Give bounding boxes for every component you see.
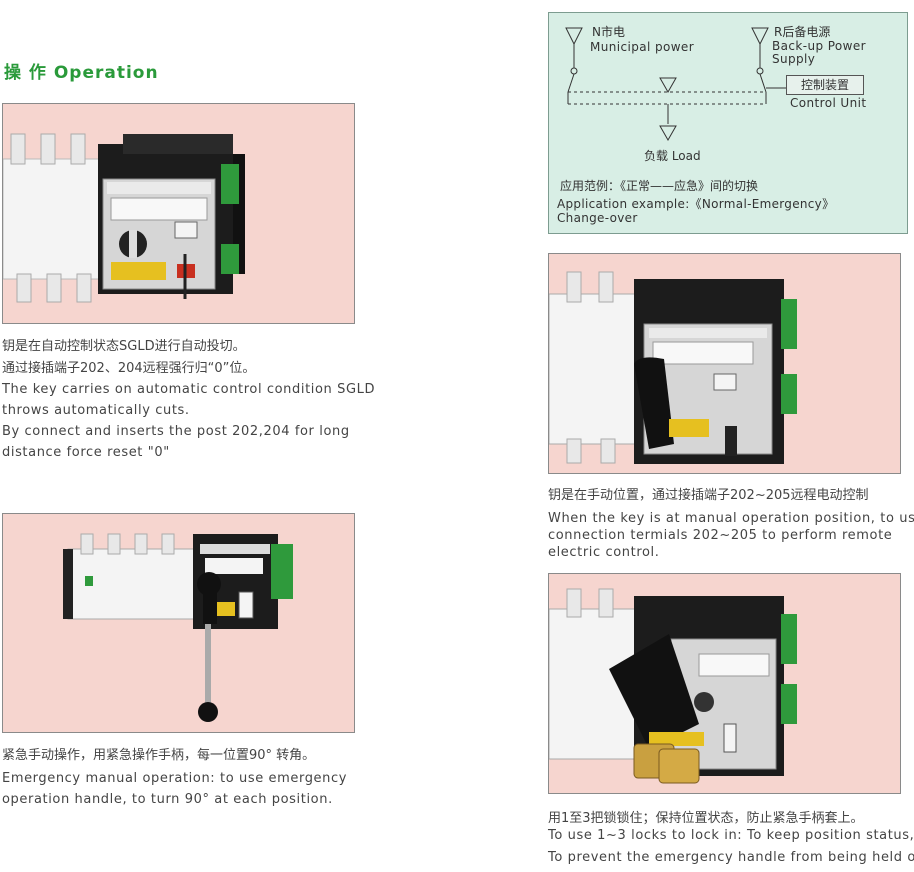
caption-auto-control: 钥是在自动控制状态SGLD进行自动投切。 通过接插端子202、204远程强行归“… [2,338,375,461]
caption-auto-en-4: distance force reset "0" [2,445,170,460]
caption-lock-en-2: To prevent the emergency handle from bei… [548,850,914,865]
diagram-control-box: 控制装置 [786,75,864,95]
switch-illustration-1 [3,133,245,303]
diagram-example-en-2: Change-over [557,211,638,225]
diagram-control-en: Control Unit [790,96,867,110]
application-diagram [548,12,908,234]
caption-lock-zh: 用1至3把锁锁住；保持位置状态，防止紧急手柄套上。 [548,811,864,826]
switch-illustration-3 [549,271,797,464]
caption-auto-zh-2: 通过接插端子202、204远程强行归“0”位。 [2,361,256,376]
caption-emergency-en-1: Emergency manual operation: to use emerg… [2,771,348,786]
caption-emergency: 紧急手动操作，用紧急操作手柄，每一位置90° 转角。 Emergency man… [2,747,347,808]
switch-illustration-2 [63,533,293,722]
diagram-municipal-zh: N市电 [592,25,625,39]
caption-manual-en-3: electric control. [548,545,660,560]
caption-auto-en-3: By connect and inserts the post 202,204 … [2,424,350,439]
diagram-backup-en-2: Supply [772,52,816,66]
caption-manual-zh: 钥是在手动位置，通过接插端子202~205远程电动控制 [548,488,869,503]
circuit-diagram-lines [565,27,786,142]
caption-manual-en-1: When the key is at manual operation posi… [548,511,914,526]
caption-manual: 钥是在手动位置，通过接插端子202~205远程电动控制 When the key… [548,487,914,561]
photo-auto-control [2,103,355,324]
caption-emergency-en-2: operation handle, to turn 90° at each po… [2,792,333,807]
diagram-example-en-1: Application example:《Normal-Emergency》 [557,197,835,211]
caption-auto-zh-1: 钥是在自动控制状态SGLD进行自动投切。 [2,339,246,354]
diagram-example-zh: 应用范例：《正常——应急》间的切换 [560,179,759,193]
diagram-load: 负载 Load [644,149,701,163]
caption-emergency-zh: 紧急手动操作，用紧急操作手柄，每一位置90° 转角。 [2,748,316,763]
caption-lock: 用1至3把锁锁住；保持位置状态，防止紧急手柄套上。 To use 1~3 loc… [548,810,914,866]
caption-auto-en-1: The key carries on automatic control con… [2,382,376,397]
diagram-municipal-en: Municipal power [590,40,695,54]
caption-manual-en-2: connection termials 202~205 to perform r… [548,528,893,543]
caption-auto-en-2: throws automatically cuts. [2,403,190,418]
diagram-backup-zh: R后备电源 [774,25,831,39]
photo-manual-position [548,253,901,474]
section-title: 操 作 Operation [4,63,159,83]
caption-lock-en-1: To use 1~3 locks to lock in: To keep pos… [548,828,914,843]
photo-padlocks [548,573,901,794]
photo-emergency-handle [2,513,355,733]
diagram-backup-en-1: Back-up Power [772,39,866,53]
switch-illustration-4 [549,588,797,784]
